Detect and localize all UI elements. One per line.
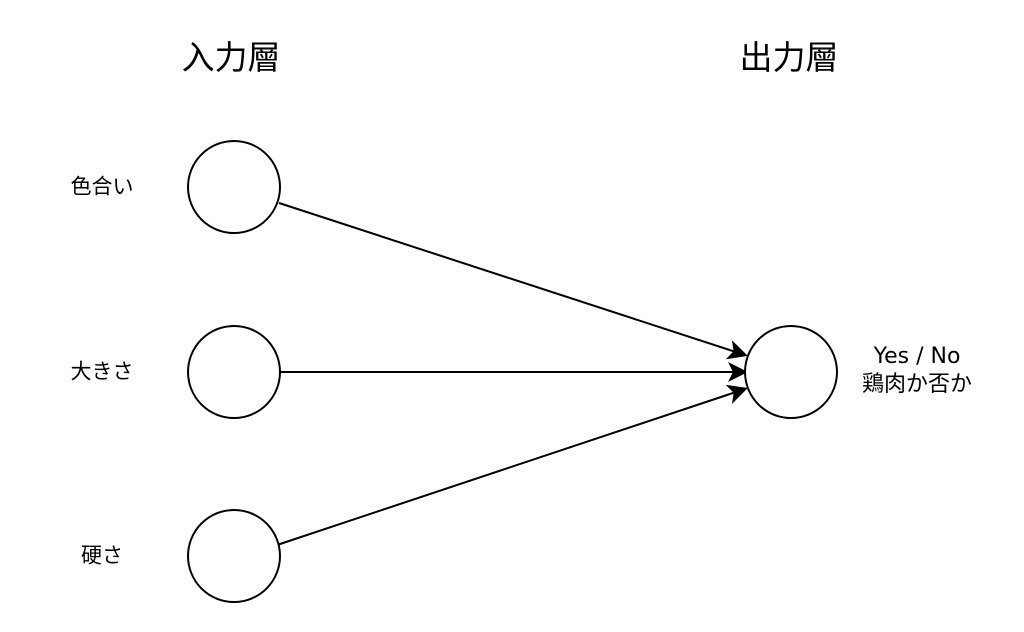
input-label-size: 大きさ — [70, 359, 134, 384]
output-label: Yes / No 鶏肉か否か — [862, 343, 972, 398]
input-layer-title: 入力層 — [181, 38, 281, 77]
output-label-line2: 鶏肉か否か — [861, 371, 973, 397]
edge-hue-to-output — [278, 202, 748, 360]
input-label-hardness: 硬さ — [81, 543, 123, 568]
edge-hardness-to-output — [276, 384, 748, 546]
output-label-line1: Yes / No — [873, 344, 961, 369]
input-node-hardness — [187, 509, 281, 603]
output-layer-title: 出力層 — [739, 38, 839, 77]
input-node-hue — [187, 140, 281, 234]
input-node-size — [187, 325, 281, 419]
output-node — [744, 325, 838, 419]
input-label-hue: 色合い — [70, 174, 134, 199]
